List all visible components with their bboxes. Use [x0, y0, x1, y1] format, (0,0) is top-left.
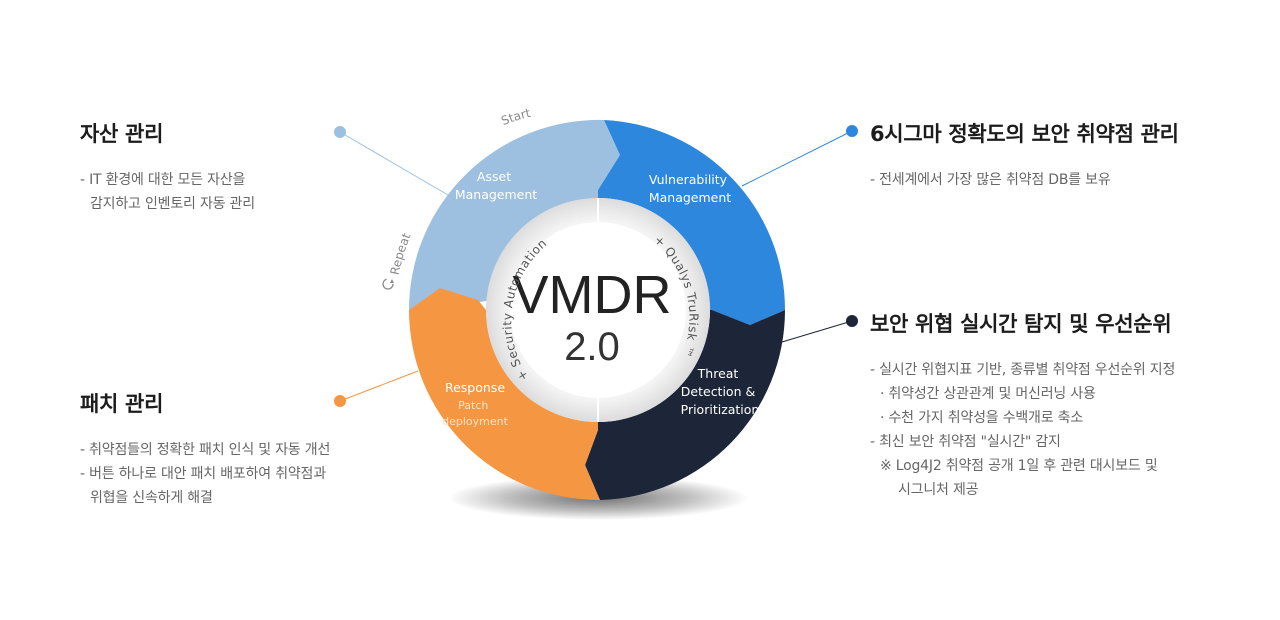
- patch-dot: [334, 395, 346, 407]
- start-label: Start: [499, 106, 532, 128]
- asset-block-line: 감지하고 인벤토리 자동 관리: [90, 196, 255, 212]
- vuln-dot: [846, 125, 858, 137]
- asset-management-block: 자산 관리 - IT 환경에 대한 모든 자산을 감지하고 인벤토리 자동 관리: [80, 118, 255, 216]
- segment-label-vulnerability: Vulnerability Management: [649, 172, 731, 205]
- threat-block-title: 보안 위협 실시간 탐지 및 우선순위: [870, 312, 1172, 336]
- threat-block-line: - 실시간 위협지표 기반, 종류별 취약점 우선순위 지정: [870, 362, 1176, 378]
- threat-block-line: ※ Log4J2 취약점 공개 1일 후 관련 대시보드 및: [880, 458, 1158, 474]
- threat-block-line: · 수천 가지 취약성을 수백개로 축소: [880, 410, 1084, 426]
- asset-block-line: - IT 환경에 대한 모든 자산을: [80, 172, 246, 188]
- vuln-block-line: - 전세계에서 가장 많은 취약점 DB를 보유: [870, 172, 1111, 188]
- patch-management-block: 패치 관리 - 취약점들의 정확한 패치 인식 및 자동 개선 - 버튼 하나로…: [80, 388, 330, 510]
- threat-block-line: - 최신 보안 취약점 "실시간" 감지: [870, 434, 1061, 450]
- patch-block-title: 패치 관리: [80, 392, 164, 416]
- center-disc: [510, 222, 686, 398]
- repeat-label: Repeat: [388, 231, 414, 276]
- segment-asset-management: [409, 119, 620, 310]
- vuln-connector: [741, 130, 853, 187]
- asset-dot: [334, 126, 346, 138]
- repeat-icon: [382, 278, 394, 290]
- segment-vulnerability-management: [598, 120, 786, 325]
- asset-connector: [339, 131, 449, 196]
- center-title: VMDR: [513, 265, 672, 325]
- patch-block-line: - 버튼 하나로 대안 패치 배포하여 취약점과: [80, 466, 326, 482]
- vulnerability-management-block: 6시그마 정확도의 보안 취약점 관리 - 전세계에서 가장 많은 취약점 DB…: [870, 118, 1179, 192]
- segment-label-asset: Asset Management: [455, 169, 537, 202]
- threat-block-line: 시그니처 제공: [898, 482, 979, 498]
- patch-block-line: - 취약점들의 정확한 패치 인식 및 자동 개선: [80, 442, 331, 458]
- asset-block-title: 자산 관리: [80, 122, 164, 146]
- segment-sublabel-response: Patch deployment: [442, 399, 508, 428]
- segment-threat-detection: [585, 310, 785, 500]
- patch-connector: [339, 370, 419, 402]
- segment-label-response: Response: [445, 380, 505, 395]
- segment-label-threat: Threat Detection & Prioritization: [681, 366, 760, 417]
- segment-response: [409, 288, 600, 501]
- center-version: 2.0: [564, 325, 620, 369]
- threat-block-line: · 취약성간 상관관계 및 머신러닝 사용: [880, 386, 1096, 402]
- threat-connector: [781, 320, 853, 343]
- patch-block-line: 위협을 신속하게 해결: [90, 490, 213, 506]
- threat-dot: [846, 315, 858, 327]
- threat-detection-block: 보안 위협 실시간 탐지 및 우선순위 - 실시간 위협지표 기반, 종류별 취…: [870, 308, 1175, 502]
- vuln-block-title: 6시그마 정확도의 보안 취약점 관리: [870, 122, 1179, 146]
